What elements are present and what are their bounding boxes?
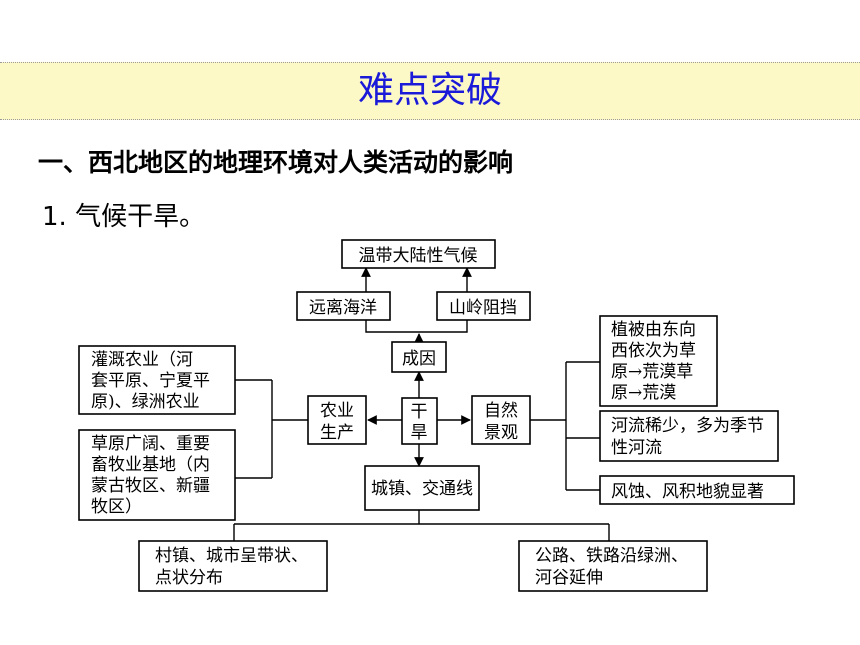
node-climate-text: 温带大陆性气候 bbox=[359, 246, 478, 266]
banner-title: 难点突破 bbox=[357, 70, 502, 111]
node-villages-line-1: 村镇、城市呈带状、 bbox=[155, 546, 308, 566]
subheading: 1. 气候干旱。 bbox=[42, 202, 206, 232]
node-cause-text: 成因 bbox=[402, 349, 436, 369]
node-landscape-line-2: 景观 bbox=[484, 423, 518, 443]
section-heading: 一、西北地区的地理环境对人类活动的影响 bbox=[38, 148, 514, 177]
node-rivers-line-2: 性河流 bbox=[611, 438, 662, 458]
node-agri: 农业 生产 bbox=[307, 395, 367, 445]
node-villages: 村镇、城市呈带状、 点状分布 bbox=[138, 540, 328, 592]
node-arid-line-2: 旱 bbox=[411, 423, 428, 443]
node-villages-line-2: 点状分布 bbox=[155, 568, 223, 588]
node-mountains: 山岭阻挡 bbox=[436, 291, 531, 321]
node-agri-line-1: 农业 bbox=[320, 401, 354, 421]
node-vegetation: 植被由东向 西依次为草 原→荒漠草 原→荒漠 bbox=[599, 315, 718, 407]
edge-agri-branches bbox=[235, 379, 308, 479]
edge-cause-bracket bbox=[365, 320, 468, 333]
node-far-ocean: 远离海洋 bbox=[296, 291, 391, 321]
node-pasture: 草原广阔、重要 畜牧业基地（内 蒙古牧区、新疆 牧区） bbox=[78, 429, 236, 521]
node-rivers: 河流稀少，多为季节 性河流 bbox=[599, 410, 779, 462]
node-vegetation-line-1: 植被由东向 bbox=[611, 320, 696, 340]
node-cause: 成因 bbox=[391, 341, 447, 373]
node-vegetation-line-2: 西依次为草 bbox=[611, 341, 696, 361]
node-towns-transport-text: 城镇、交通线 bbox=[371, 479, 473, 499]
node-roads: 公路、铁路沿绿洲、 河谷延伸 bbox=[518, 540, 708, 592]
node-far-ocean-text: 远离海洋 bbox=[309, 298, 377, 318]
connectors bbox=[233, 267, 610, 541]
node-landscape-line-1: 自然 bbox=[484, 401, 518, 421]
node-mountains-text: 山岭阻挡 bbox=[449, 298, 517, 318]
node-pasture-line-3: 蒙古牧区、新疆 bbox=[91, 476, 210, 496]
node-roads-line-2: 河谷延伸 bbox=[535, 568, 603, 588]
node-towns-transport: 城镇、交通线 bbox=[364, 465, 480, 511]
node-pasture-line-1: 草原广阔、重要 bbox=[91, 434, 210, 454]
node-vegetation-line-3: 原→荒漠草 bbox=[611, 362, 693, 382]
node-irrigation: 灌溉农业（河 套平原、宁夏平 原)、绿洲农业 bbox=[78, 345, 236, 415]
node-arid: 干 旱 bbox=[401, 397, 438, 445]
node-arid-line-1: 干 bbox=[411, 402, 428, 422]
node-erosion: 风蚀、风积地貌显著 bbox=[599, 475, 795, 505]
node-pasture-line-4: 牧区） bbox=[91, 497, 142, 517]
node-landscape: 自然 景观 bbox=[471, 395, 531, 445]
node-roads-line-1: 公路、铁路沿绿洲、 bbox=[535, 546, 688, 566]
node-irrigation-line-3: 原)、绿洲农业 bbox=[91, 392, 200, 412]
title-banner bbox=[0, 62, 860, 120]
node-erosion-text: 风蚀、风积地貌显著 bbox=[611, 482, 764, 502]
node-agri-line-2: 生产 bbox=[320, 423, 354, 443]
node-vegetation-line-4: 原→荒漠 bbox=[611, 383, 676, 403]
edge-towns-branches bbox=[233, 510, 610, 541]
node-irrigation-line-2: 套平原、宁夏平 bbox=[91, 371, 210, 391]
node-pasture-line-2: 畜牧业基地（内 bbox=[91, 455, 210, 475]
node-irrigation-line-1: 灌溉农业（河 bbox=[91, 350, 193, 370]
node-climate: 温带大陆性气候 bbox=[341, 239, 496, 269]
edge-landscape-branches bbox=[530, 361, 600, 491]
node-rivers-line-1: 河流稀少，多为季节 bbox=[611, 416, 764, 436]
